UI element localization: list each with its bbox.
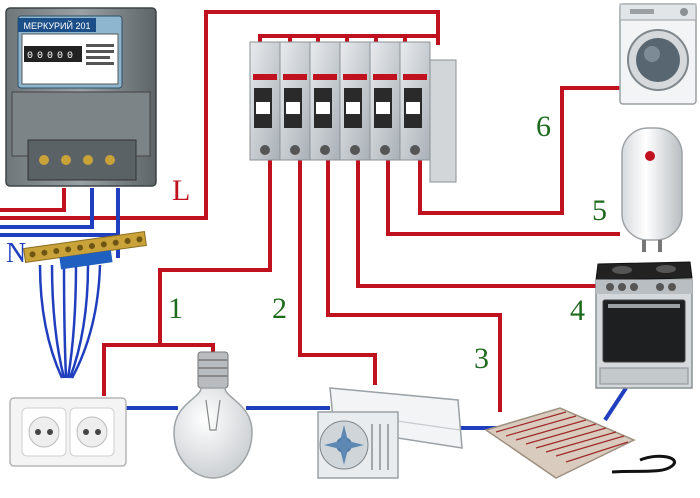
circuit-breaker-icon: [249, 41, 281, 161]
circuit-label-1: 1: [168, 292, 183, 325]
light-bulb-icon: [173, 351, 253, 479]
circuit-breaker-icon: [399, 41, 431, 161]
svg-text:0: 0: [27, 51, 33, 62]
circuit-4-wire: [356, 160, 610, 288]
circuit-label-4: 4: [570, 294, 585, 327]
circuit-breaker-icon: [279, 41, 311, 161]
appliance-neutral-wire: [125, 386, 628, 430]
floor-heating-mat-icon: [484, 407, 676, 479]
washing-machine-icon: [619, 3, 697, 105]
outlet-neutral-fanout: [38, 264, 102, 379]
circuit-3-wire: [326, 160, 502, 412]
svg-text:0: 0: [47, 51, 53, 62]
svg-text:0: 0: [67, 51, 73, 62]
circuit-breaker-panel: [249, 41, 457, 183]
meter-brand-label: МЕРКУРИЙ 201: [23, 20, 90, 31]
air-conditioner-icon: [317, 387, 463, 479]
circuit-6-wire: [418, 86, 620, 215]
circuit-breaker-icon: [369, 41, 401, 161]
electric-stove-icon: [595, 261, 693, 389]
circuit-label-2: 2: [272, 292, 287, 325]
neutral-label: N: [6, 238, 26, 269]
circuit-5-wire: [386, 160, 620, 236]
circuit-label-5: 5: [592, 194, 607, 227]
neutral-busbar-icon: [23, 231, 147, 270]
circuit-breaker-icon: [309, 41, 341, 161]
phase-wires: [0, 10, 620, 412]
water-heater-icon: [621, 127, 683, 252]
neutral-wires: [0, 188, 628, 430]
circuit-2-wire: [298, 160, 377, 385]
circuit-breaker-icon: [339, 41, 371, 161]
power-outlet-icon: [9, 397, 127, 467]
diagram-labels: L N 1 2 3 4 5 6: [6, 110, 607, 375]
circuit-label-6: 6: [536, 110, 551, 143]
circuit-label-3: 3: [474, 342, 489, 375]
phase-label: L: [172, 174, 190, 207]
svg-text:0: 0: [57, 51, 63, 62]
svg-text:0: 0: [37, 51, 43, 62]
breaker-bus-wire: [258, 34, 438, 45]
